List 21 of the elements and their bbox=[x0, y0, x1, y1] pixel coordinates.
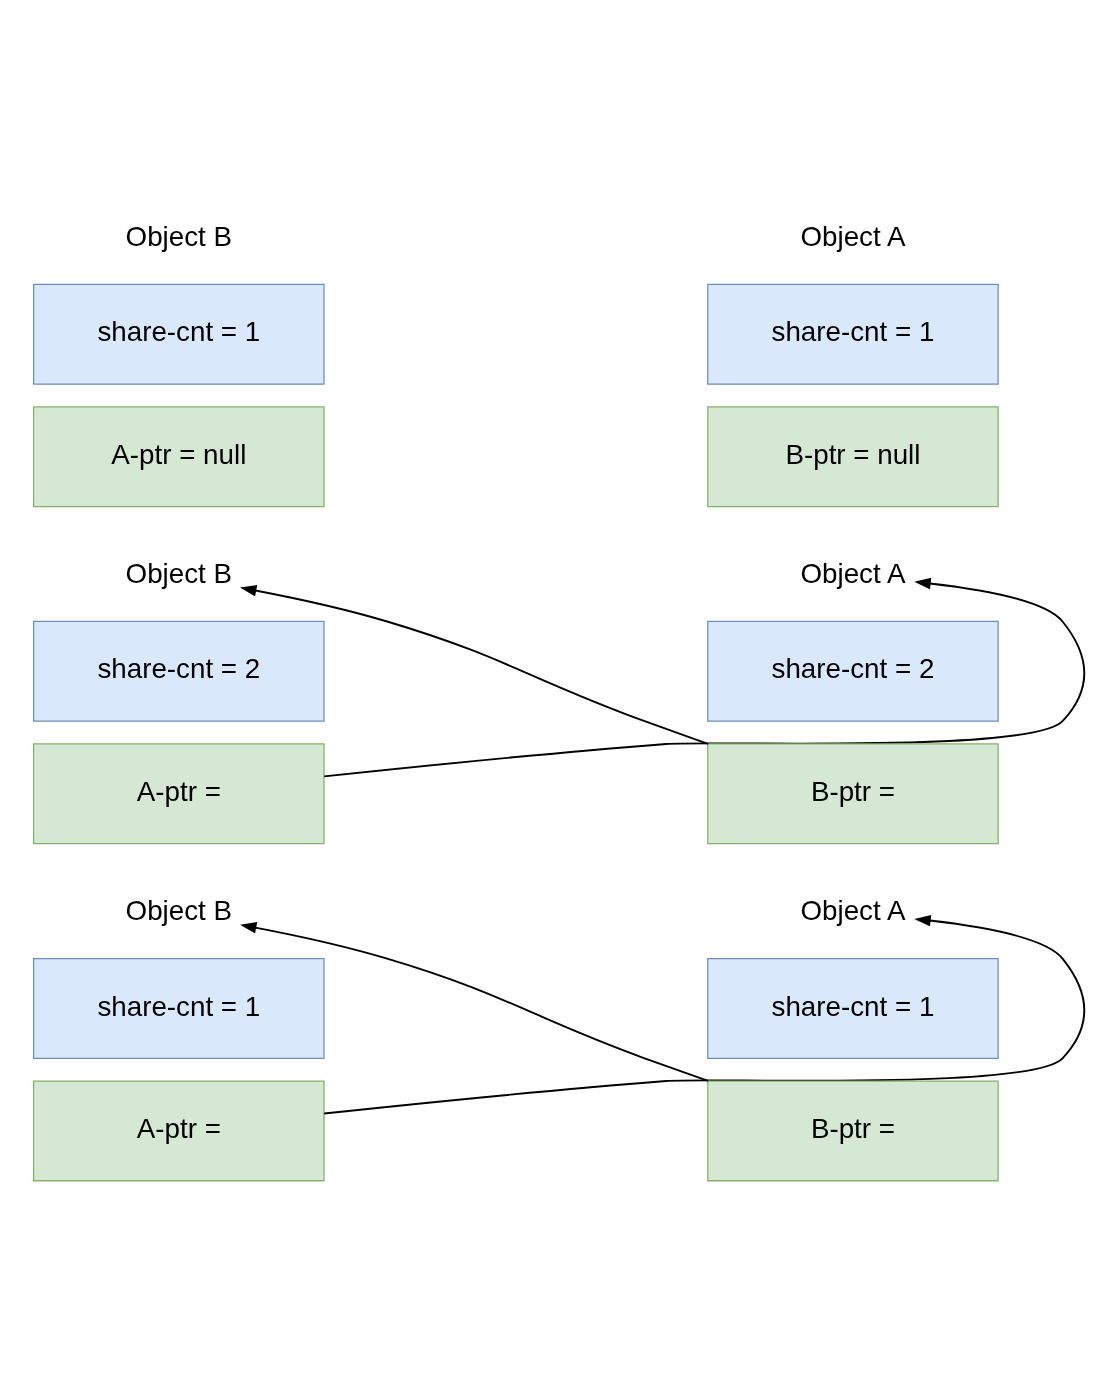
arrow bbox=[240, 921, 710, 1082]
arrow bbox=[240, 584, 710, 745]
node-box: share-cnt = 2 bbox=[707, 620, 999, 722]
node-box: A-ptr = bbox=[33, 1079, 325, 1181]
node-box: share-cnt = 1 bbox=[33, 283, 325, 385]
node-box: share-cnt = 1 bbox=[33, 957, 325, 1059]
node-box: B-ptr = bbox=[707, 1079, 999, 1181]
node-text: Object B bbox=[125, 557, 233, 589]
node-text: Object A bbox=[800, 220, 906, 252]
node-text: Object B bbox=[125, 220, 233, 252]
node-text: Object A bbox=[800, 894, 906, 926]
node-box: A-ptr = null bbox=[33, 405, 325, 507]
node-box: share-cnt = 1 bbox=[707, 957, 999, 1059]
node-text: Object A bbox=[800, 557, 906, 589]
node-text: Object B bbox=[125, 894, 233, 926]
node-box: share-cnt = 2 bbox=[33, 620, 325, 722]
node-box: share-cnt = 1 bbox=[707, 283, 999, 385]
arrow bbox=[323, 577, 1086, 777]
node-box: A-ptr = bbox=[33, 742, 325, 844]
node-box: B-ptr = bbox=[707, 742, 999, 844]
node-box: B-ptr = null bbox=[707, 405, 999, 507]
